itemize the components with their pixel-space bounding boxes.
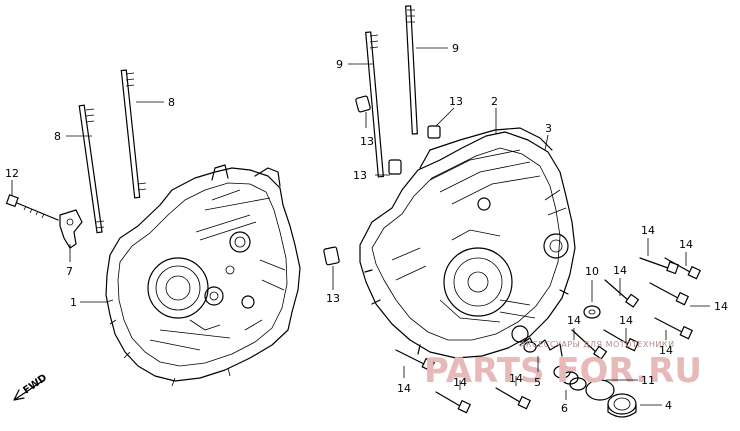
callout-14-c: 14 [613, 264, 627, 277]
callout-8-left: 8 [54, 130, 61, 143]
callout-14-d: 14 [714, 300, 728, 313]
right-crankcase-half [359, 127, 576, 359]
left-crankcase-half [105, 164, 301, 387]
callout-14-f: 14 [619, 314, 633, 327]
watermark-brand: PARTS FOR.RU [424, 351, 702, 391]
callout-14-g: 14 [659, 344, 673, 357]
fwd-direction-arrow: FWD [13, 372, 49, 401]
watermark: АКСЕССУАРЫ ДЛЯ МОТОТЕХНИКИ PARTS FOR.RU [424, 340, 702, 391]
callout-3: 3 [545, 122, 552, 135]
callout-14-h: 14 [397, 382, 411, 395]
stud-bolts [78, 5, 418, 234]
callout-12: 12 [5, 167, 19, 180]
callout-5: 5 [534, 376, 541, 389]
bolt-12 [5, 194, 59, 221]
dowel-pins [323, 95, 441, 266]
callout-13-mid: 13 [353, 169, 367, 182]
fwd-label: FWD [21, 372, 49, 396]
callout-11: 11 [641, 374, 655, 387]
callout-2: 2 [491, 95, 498, 108]
callout-6: 6 [561, 402, 568, 415]
callout-13-pin: 13 [360, 135, 374, 148]
callout-14-a: 14 [641, 224, 655, 237]
callout-13-top: 13 [449, 95, 463, 108]
callout-labels: 1 2 3 4 5 6 7 8 8 9 9 10 11 12 13 13 13 … [5, 42, 728, 415]
watermark-tagline: АКСЕССУАРЫ ДЛЯ МОТОТЕХНИКИ [520, 340, 675, 349]
callout-7: 7 [66, 265, 73, 278]
callout-9-right: 9 [452, 42, 459, 55]
cable-bracket [59, 209, 83, 249]
side-bolts [395, 257, 702, 414]
callout-1: 1 [70, 296, 77, 309]
oil-strainer-parts [519, 305, 637, 418]
callout-4: 4 [665, 399, 672, 412]
callout-14-j: 14 [509, 372, 523, 385]
callout-14-e: 14 [567, 314, 581, 327]
callout-10: 10 [585, 265, 599, 278]
callout-9-left: 9 [336, 58, 343, 71]
leader-lines [11, 47, 710, 406]
callout-8-right: 8 [168, 96, 175, 109]
callout-14-i: 14 [453, 376, 467, 389]
callout-13-low: 13 [326, 292, 340, 305]
callout-14-b: 14 [679, 238, 693, 251]
